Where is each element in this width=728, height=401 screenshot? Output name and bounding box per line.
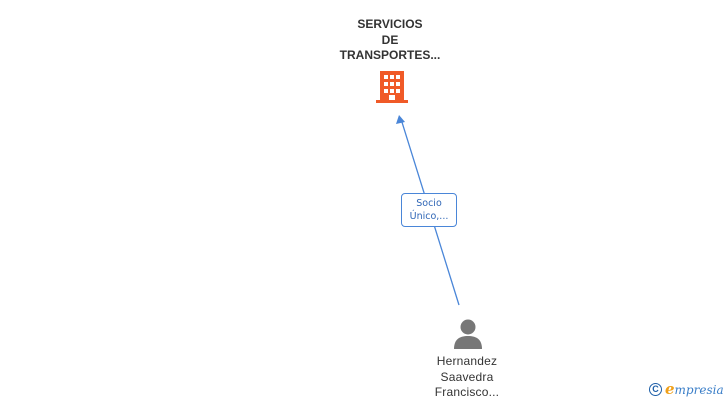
person-name-line: Francisco... <box>434 385 500 399</box>
brand-logo: C empresia <box>649 379 724 399</box>
arrowhead-icon <box>396 115 405 124</box>
company-name-line: TRANSPORTES... <box>339 48 441 62</box>
relation-badge[interactable]: Socio Único,... <box>401 193 457 227</box>
copyright-icon: C <box>649 382 662 396</box>
person-icon[interactable] <box>453 318 483 350</box>
person-name-line: Saavedra <box>440 369 494 384</box>
brand-initial: e <box>665 380 675 398</box>
person-name-line: Hernandez <box>436 354 498 368</box>
building-icon[interactable] <box>375 70 409 104</box>
brand-name: empresia <box>665 380 724 398</box>
relation-label-line: Socio <box>416 198 442 209</box>
relation-label-line: Único,... <box>409 211 449 222</box>
company-name-line: DE <box>381 32 399 47</box>
company-name[interactable]: SERVICIOS DE TRANSPORTES... <box>320 17 460 64</box>
brand-name-rest: mpresia <box>674 383 724 397</box>
company-name-line: SERVICIOS <box>357 17 423 31</box>
person-name[interactable]: Hernandez Saavedra Francisco... <box>412 354 522 401</box>
